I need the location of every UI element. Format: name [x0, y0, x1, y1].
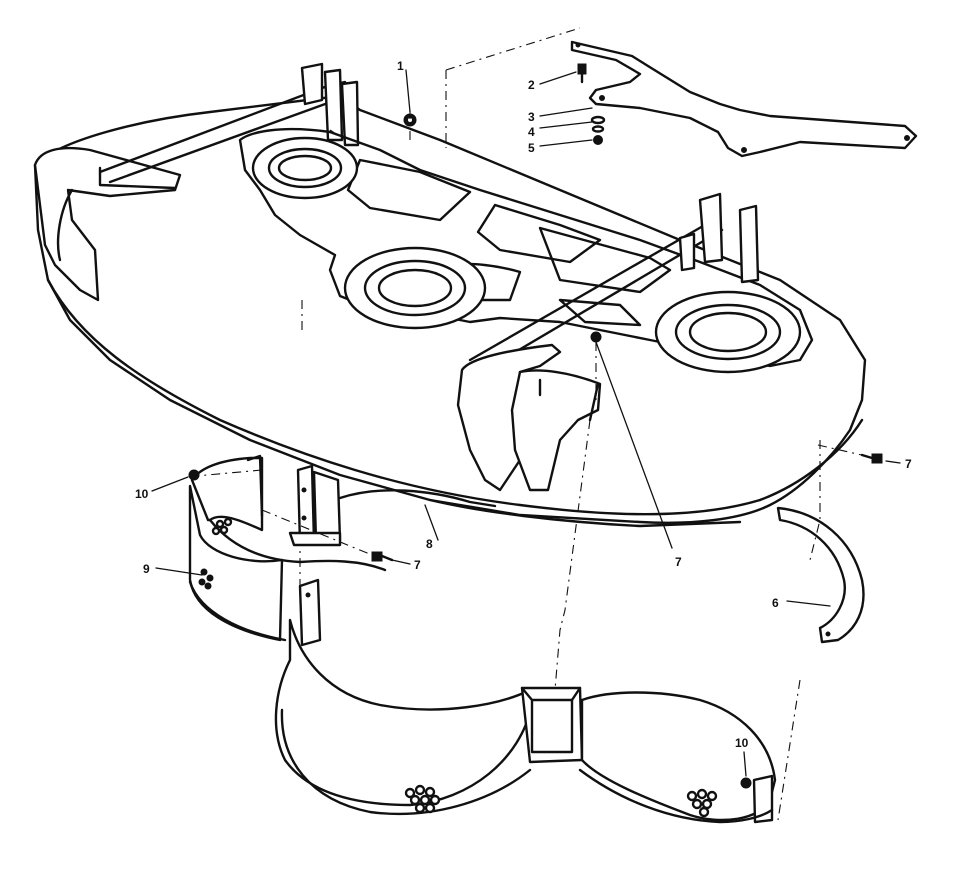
callout-7-right: 7	[905, 457, 912, 471]
nut-cluster-left	[404, 784, 441, 814]
callout-8: 8	[426, 537, 433, 551]
callouts: 1 2 3 4 5 6 7 7 7 8 9 10 10	[135, 59, 912, 750]
callout-10-right: 10	[735, 736, 749, 750]
nut-cluster-right	[686, 788, 718, 818]
callout-6: 6	[772, 596, 779, 610]
blade-enclosure	[188, 453, 883, 824]
callout-10-left: 10	[135, 487, 149, 501]
nut-cluster-upper	[211, 517, 233, 536]
callout-9: 9	[143, 562, 150, 576]
callout-7-center: 7	[675, 555, 682, 569]
leader-lines	[151, 69, 901, 777]
callout-3: 3	[528, 110, 535, 124]
bolt-7-lower	[371, 551, 394, 562]
bolt-2	[577, 63, 587, 84]
nut-10-right	[740, 777, 752, 789]
callout-7-lower: 7	[414, 558, 421, 572]
callout-1: 1	[397, 59, 404, 73]
mower-deck-housing	[33, 62, 867, 528]
baffle-6	[776, 506, 865, 644]
washer-3-4-nut-5	[590, 115, 606, 145]
callout-2: 2	[528, 78, 535, 92]
nut-10-left	[188, 469, 200, 481]
callout-4: 4	[528, 125, 535, 139]
bolt-cluster-9	[198, 568, 214, 590]
assembly-lines	[195, 27, 867, 821]
callout-5: 5	[528, 141, 535, 155]
nut-1	[403, 113, 417, 127]
mounting-bracket	[570, 40, 918, 158]
